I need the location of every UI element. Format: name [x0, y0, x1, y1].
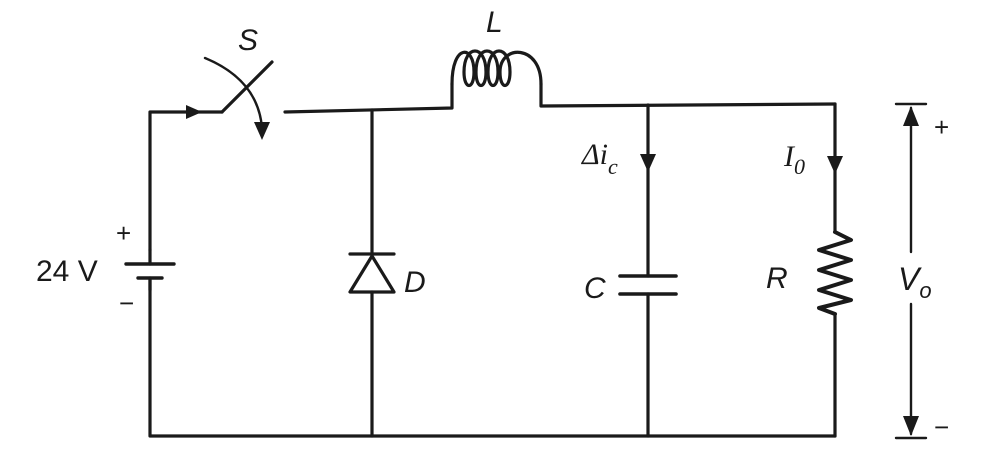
capacitor-current-label: Δic: [581, 138, 618, 179]
source-plus-label: +: [116, 218, 131, 248]
output-voltage-subscript: o: [919, 278, 931, 303]
switch-label: S: [238, 24, 258, 57]
resistor-current-subscript: 0: [794, 154, 805, 179]
wire-switch-to-inductor: [283, 82, 454, 114]
output-voltage-indicator: [894, 102, 928, 440]
diode-symbol: [348, 108, 396, 438]
source-minus-label: −: [119, 288, 134, 318]
source-voltage-label: 24 V: [36, 255, 98, 288]
output-plus-label: +: [934, 112, 949, 142]
wire-bottom-rail: [148, 278, 837, 438]
resistor-label: R: [766, 262, 788, 295]
resistor-symbol: [817, 102, 853, 438]
wire-source-top: [148, 110, 224, 252]
battery-symbol: [124, 248, 176, 292]
inductor-coil: [450, 49, 543, 88]
inductor-label: L: [486, 6, 503, 39]
diode-label: D: [404, 266, 426, 299]
wire-inductor-to-output: [539, 82, 837, 108]
switch-symbol: [203, 56, 274, 140]
resistor-current-label: I0: [783, 140, 805, 179]
output-minus-label: −: [934, 412, 949, 442]
output-voltage-label: Vo: [898, 261, 932, 303]
capacitor-label: C: [584, 272, 606, 305]
capacitor-current-subscript: c: [608, 154, 618, 179]
current-arrow-source: [186, 105, 202, 119]
capacitor-symbol: [618, 103, 678, 438]
